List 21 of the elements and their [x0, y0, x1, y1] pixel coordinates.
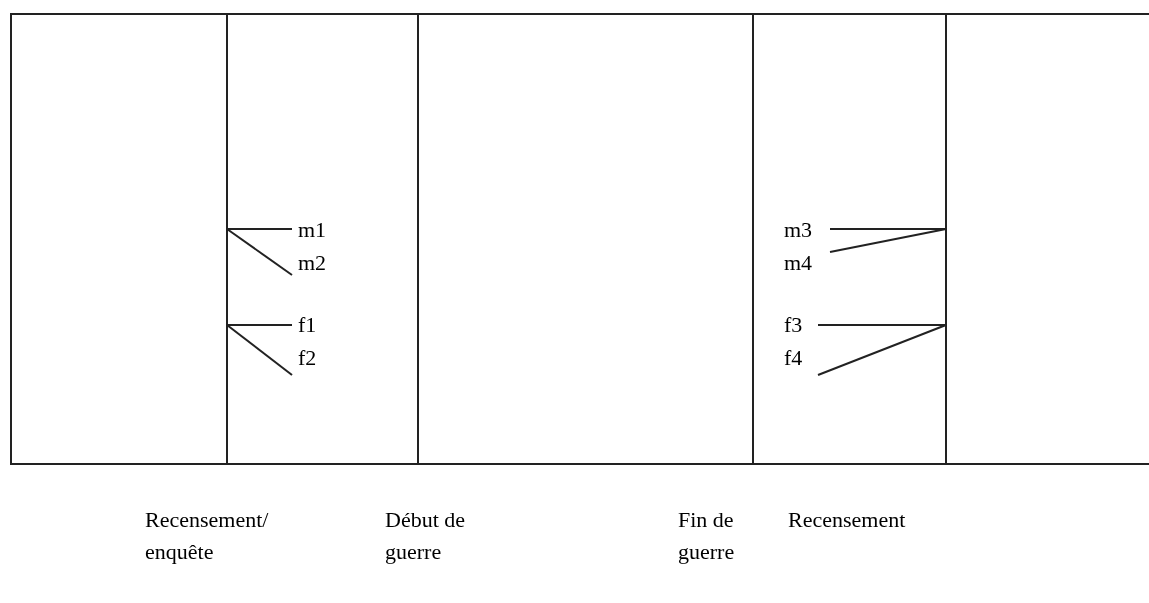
leader-line	[817, 324, 947, 326]
group-label: f3	[784, 311, 804, 339]
group-label: m4	[784, 249, 814, 277]
timeline-line	[945, 13, 947, 465]
timeline-label: Fin de guerre	[678, 506, 736, 566]
group-label: f2	[298, 344, 318, 372]
group-label: m3	[784, 216, 814, 244]
group-label: m2	[298, 249, 328, 277]
leader-line	[226, 324, 293, 326]
timeline-label: Début de guerre	[385, 506, 467, 566]
leader-line	[829, 228, 947, 253]
leader-line	[226, 228, 293, 276]
group-label: f4	[784, 344, 804, 372]
timeline-label: Recensement	[788, 506, 907, 534]
group-label: m1	[298, 216, 328, 244]
leader-line	[226, 324, 293, 376]
leader-line	[817, 324, 947, 376]
timeline-line	[226, 13, 228, 465]
leader-line	[226, 228, 293, 230]
group-label: f1	[298, 311, 318, 339]
timeline-label: Recensement/ enquête	[145, 506, 270, 566]
